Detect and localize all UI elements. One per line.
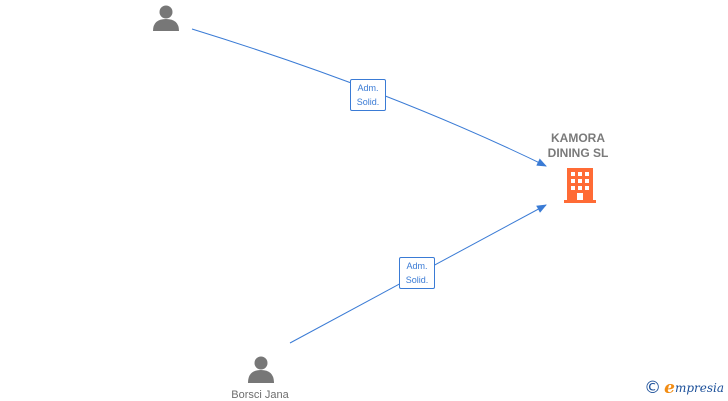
person-icon[interactable] <box>248 356 274 384</box>
copyright-icon: © <box>644 378 662 398</box>
brand-name: mpresia <box>674 381 724 395</box>
edge-role-line1: Adm. <box>406 261 428 271</box>
brand-initial: e <box>664 378 675 398</box>
edge-role-line2: Solid. <box>356 97 380 107</box>
empresia-watermark: © e mpresia <box>644 378 724 398</box>
company-name-line1: KAMORA <box>551 131 605 145</box>
edge-role-badge: Adm. Solid. <box>350 79 386 111</box>
edge-role-badge: Adm. Solid. <box>399 257 435 289</box>
company-name[interactable]: KAMORA DINING SL <box>528 131 628 161</box>
company-name-line2: DINING SL <box>547 146 609 160</box>
edge-role-line2: Solid. <box>405 275 429 285</box>
edge-role-line1: Adm. <box>357 83 379 93</box>
person-name[interactable]: Borsci Jana <box>231 389 289 401</box>
building-icon[interactable] <box>564 168 596 203</box>
person-icon[interactable] <box>153 5 179 32</box>
